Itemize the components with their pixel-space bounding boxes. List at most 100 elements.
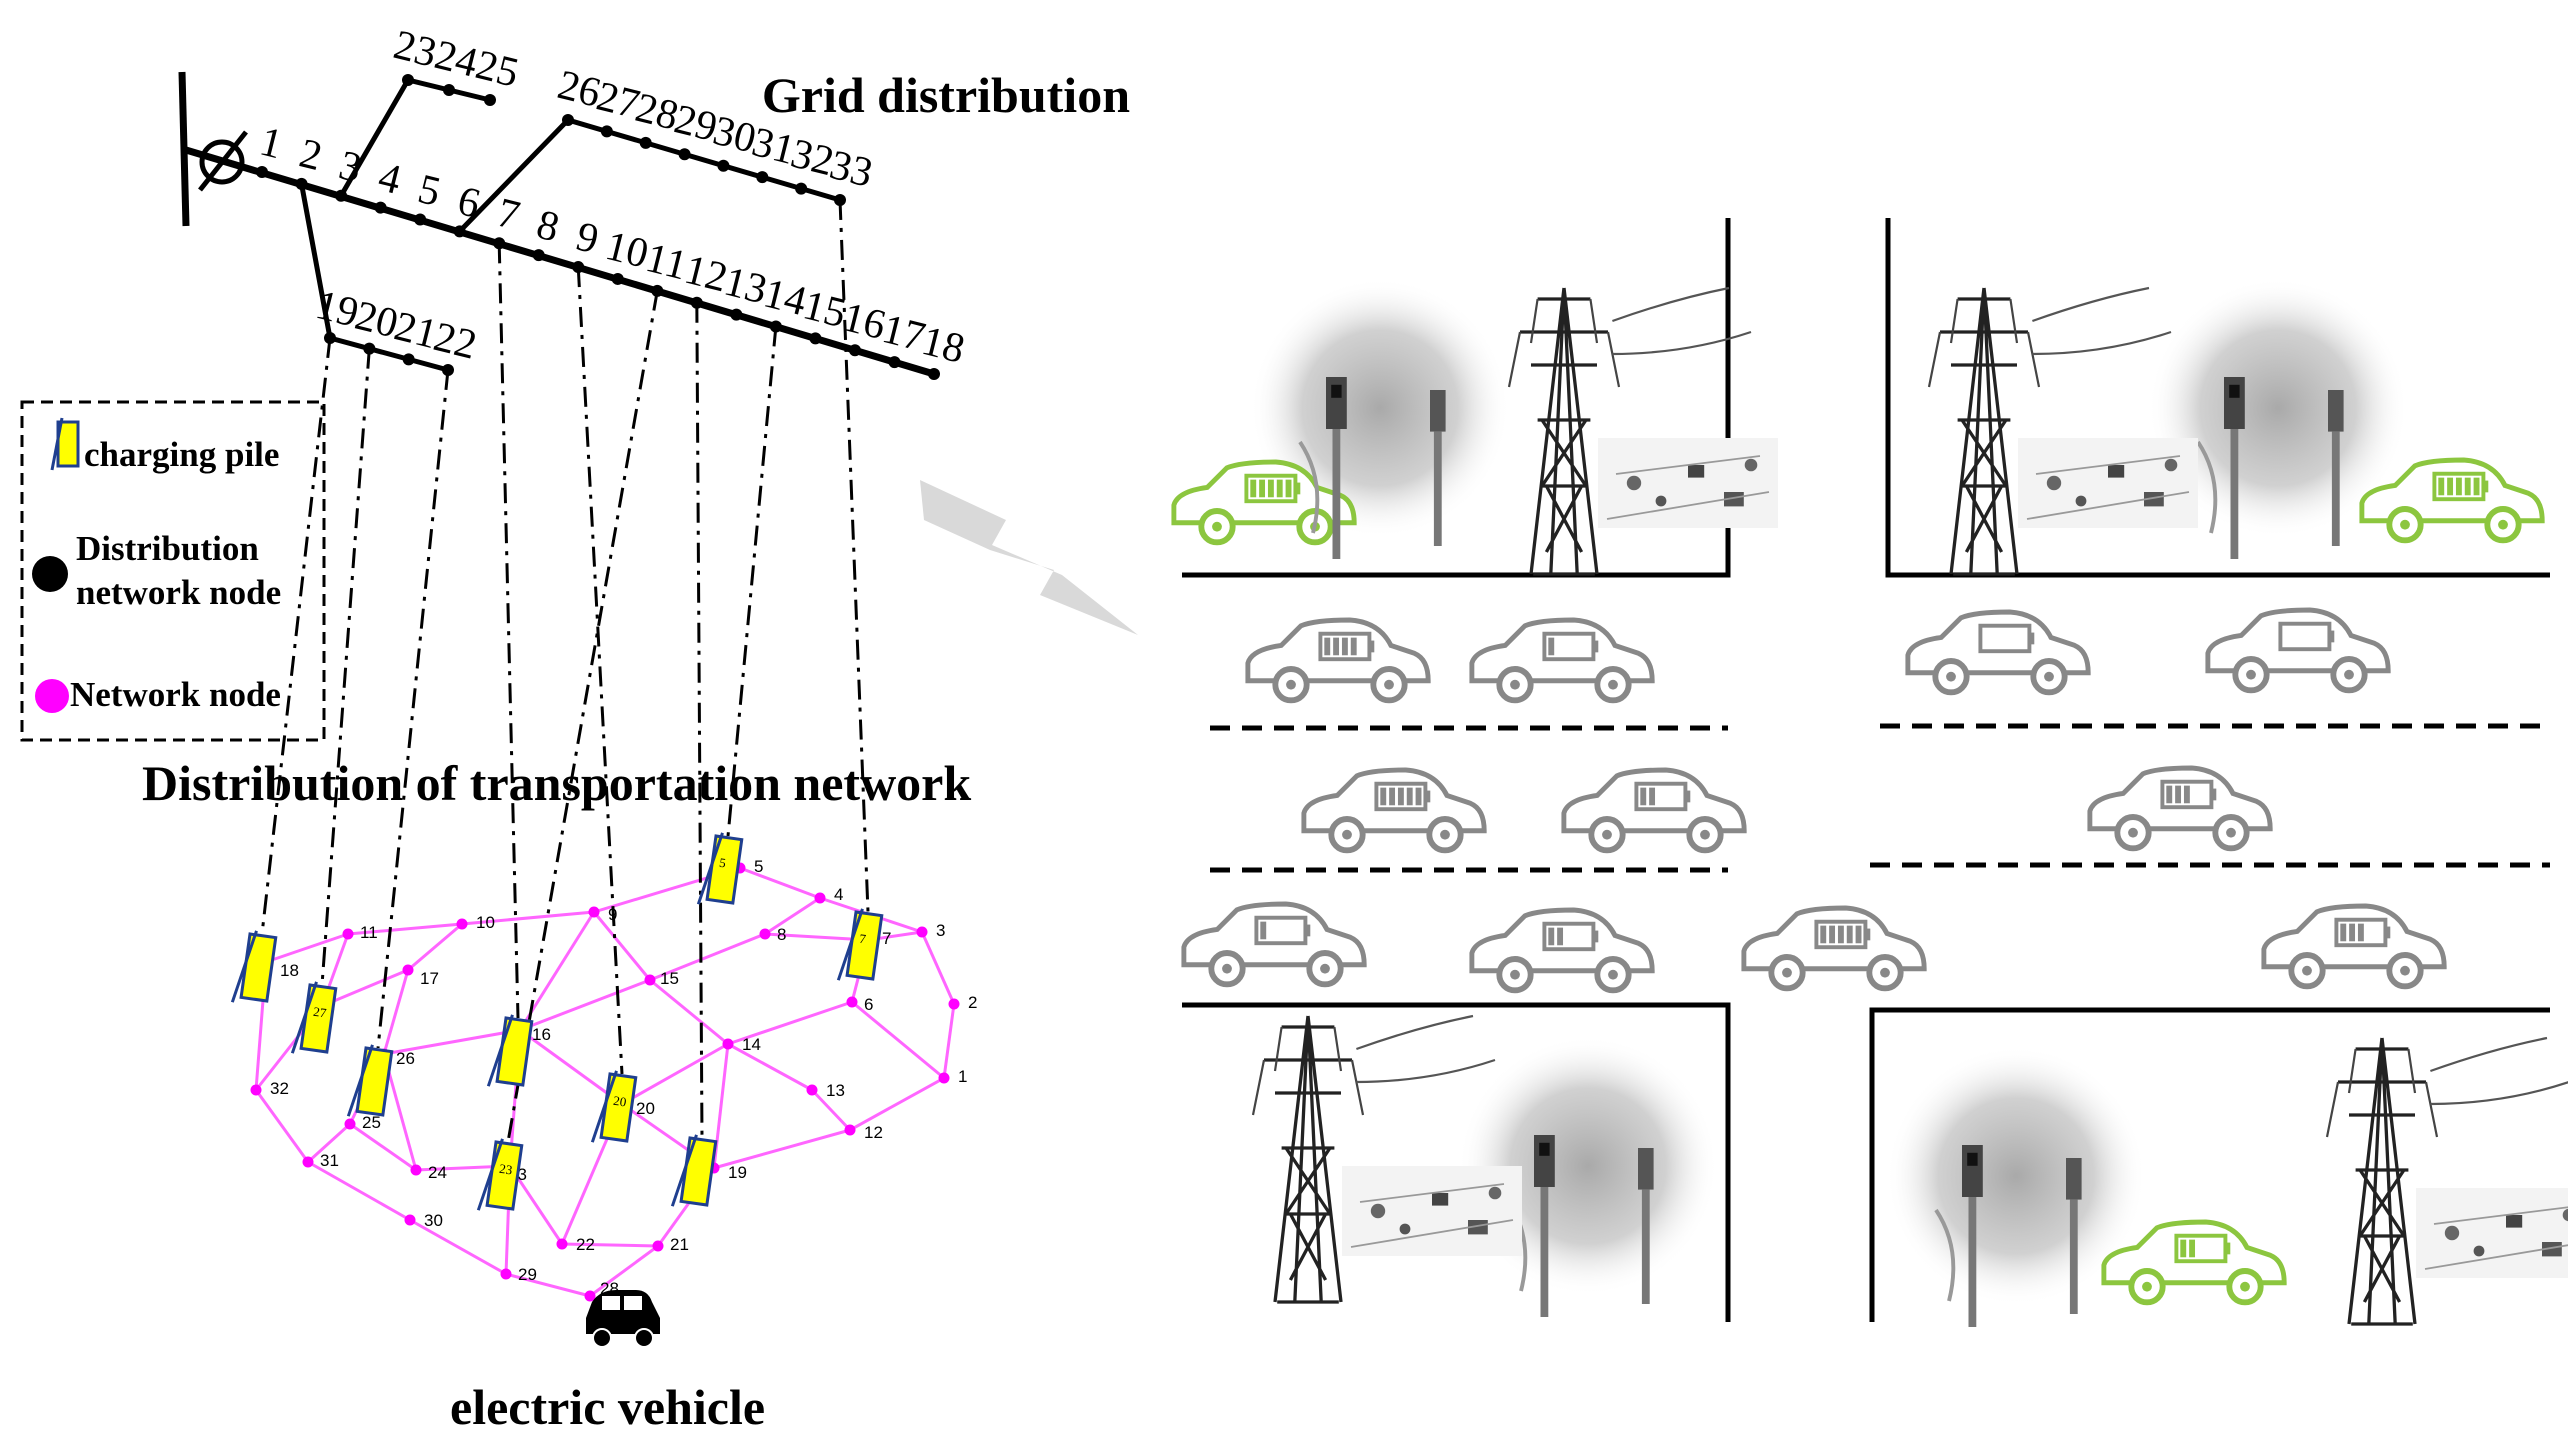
grid-bus-label-main: 8: [532, 202, 564, 252]
ev-car-gray-battery-cell: [2340, 923, 2347, 942]
legend-network-node-label: Network node: [70, 675, 281, 714]
ev-car-gray-battery-cell: [1389, 787, 1396, 806]
transport-road: [321, 968, 409, 1008]
transport-node-label: 8: [777, 925, 786, 944]
transport-road: [727, 1000, 853, 1046]
ev-car-gray-battery-cell: [1855, 925, 1862, 944]
ev-car-gray-hub: [1286, 679, 1296, 690]
transport-road: [383, 1028, 521, 1056]
grid-bus-dot: [678, 148, 691, 161]
transport-node-label: 10: [476, 913, 495, 932]
grid-transport-link: [497, 243, 520, 1019]
grid-bus-dot: [809, 332, 822, 345]
ev-car-gray-battery-cell: [1829, 925, 1836, 944]
transport-node-label: 5: [754, 857, 763, 876]
transport-road: [942, 1003, 956, 1079]
grid-bus-dot: [717, 159, 730, 172]
ev-car-gray-hub: [2226, 827, 2236, 838]
transport-node: [402, 964, 414, 976]
ev-car-gray-hub: [1384, 679, 1394, 690]
ev-car-green: [2101, 1219, 2287, 1306]
grid-bus-dot: [888, 356, 901, 369]
ev-car-green-battery-cell: [2455, 477, 2462, 496]
ev-car-green-battery-tip: [2225, 1242, 2231, 1255]
ev-car-gray: [1469, 617, 1655, 704]
transport-node: [404, 1214, 416, 1226]
charging-pile-label: 5: [718, 855, 727, 871]
ev-car-gray-battery-cell: [2349, 923, 2356, 942]
transport-node-label: 13: [826, 1081, 845, 1100]
transport-node: [916, 926, 928, 938]
transport-road: [307, 1160, 411, 1222]
transport-road: [592, 911, 652, 981]
transport-node-label: 1: [958, 1067, 967, 1086]
transport-road: [349, 1122, 417, 1172]
transport-node-label: 29: [518, 1265, 537, 1284]
transport-road: [306, 1122, 352, 1164]
charging-pile-cable: [836, 908, 864, 981]
ev-car-green: [1171, 459, 1357, 546]
distribution-node-icon: [32, 556, 68, 592]
grid-distribution-title: Grid distribution: [762, 67, 1130, 123]
transport-road: [739, 866, 821, 900]
grid-bus-label-main: 9: [572, 214, 604, 264]
transport-network-title: Distribution of transportation network: [142, 755, 971, 811]
transport-node: [644, 974, 656, 986]
transport-node: [556, 1238, 568, 1250]
transport-road: [409, 1218, 507, 1276]
charging-pile: 5: [696, 832, 744, 905]
grid-transport-link: [695, 302, 704, 1139]
transport-node: [938, 1072, 950, 1084]
transport-node-label: 32: [270, 1079, 289, 1098]
transport-road: [810, 1088, 852, 1132]
transport-node-label: 26: [396, 1049, 415, 1068]
grid-bus-label-main: 5: [414, 166, 446, 216]
charging-pile: 27: [290, 981, 338, 1054]
transport-node-label: 30: [424, 1211, 443, 1230]
infrastructure-clutter: [2017, 437, 2199, 529]
ev-car-green-battery-cell: [2189, 1239, 2196, 1258]
ev-car-gray-hub: [1342, 829, 1352, 840]
ev-car-green-battery-cell: [2180, 1239, 2187, 1258]
charging-pile-cable: [230, 930, 258, 1003]
lightning-arrow-icon: [920, 480, 1138, 635]
ev-car-gray-battery-tip: [1685, 790, 1691, 803]
electric-vehicle-wheel: [592, 1328, 612, 1348]
charging-pile-cable: [670, 1134, 698, 1207]
ev-car-gray-battery-tip: [2329, 630, 2335, 643]
transport-node: [652, 1240, 664, 1252]
transport-road: [461, 910, 595, 926]
ev-car-gray: [2261, 903, 2447, 990]
ev-car-gray-battery-cell: [1820, 925, 1827, 944]
grid-bus-label-main: 2: [295, 130, 327, 180]
charging-pile-icon-line: [50, 417, 64, 471]
ev-car-gray-battery-cell: [1350, 637, 1357, 656]
charging-pile: [670, 1134, 718, 1207]
charging-pile-label: 20: [612, 1093, 627, 1110]
charging-pile: 20: [590, 1070, 638, 1143]
transport-node: [584, 1290, 596, 1302]
ev-car-gray-battery-tip: [2029, 632, 2035, 645]
ev-car-gray-hub: [1608, 679, 1618, 690]
transport-road: [727, 1042, 813, 1092]
ev-car-gray-battery-cell: [2166, 785, 2173, 804]
grid-transport-link: [506, 290, 659, 1143]
transport-road: [649, 932, 766, 982]
ev-car-gray-battery-cell: [1846, 925, 1853, 944]
city-scene: [1171, 218, 2550, 1322]
grid-source-bar: [178, 71, 190, 227]
transport-node: [806, 1084, 818, 1096]
transport-node: [500, 1268, 512, 1280]
ev-car-gray-battery-cell: [1406, 787, 1413, 806]
ev-car-gray-hub: [1880, 967, 1890, 978]
charging-pile-cable: [696, 832, 724, 905]
ev-car-green-hub: [2498, 519, 2508, 530]
transport-road: [649, 978, 729, 1046]
ev-car-gray: [1905, 609, 2091, 696]
grid-bus-dot: [256, 166, 268, 178]
charging-pile-cable: [476, 1138, 504, 1211]
ev-car-gray-battery-tip: [2385, 926, 2391, 939]
ev-car-gray-battery-tip: [1305, 924, 1311, 937]
grid-transport-link: [726, 326, 778, 837]
